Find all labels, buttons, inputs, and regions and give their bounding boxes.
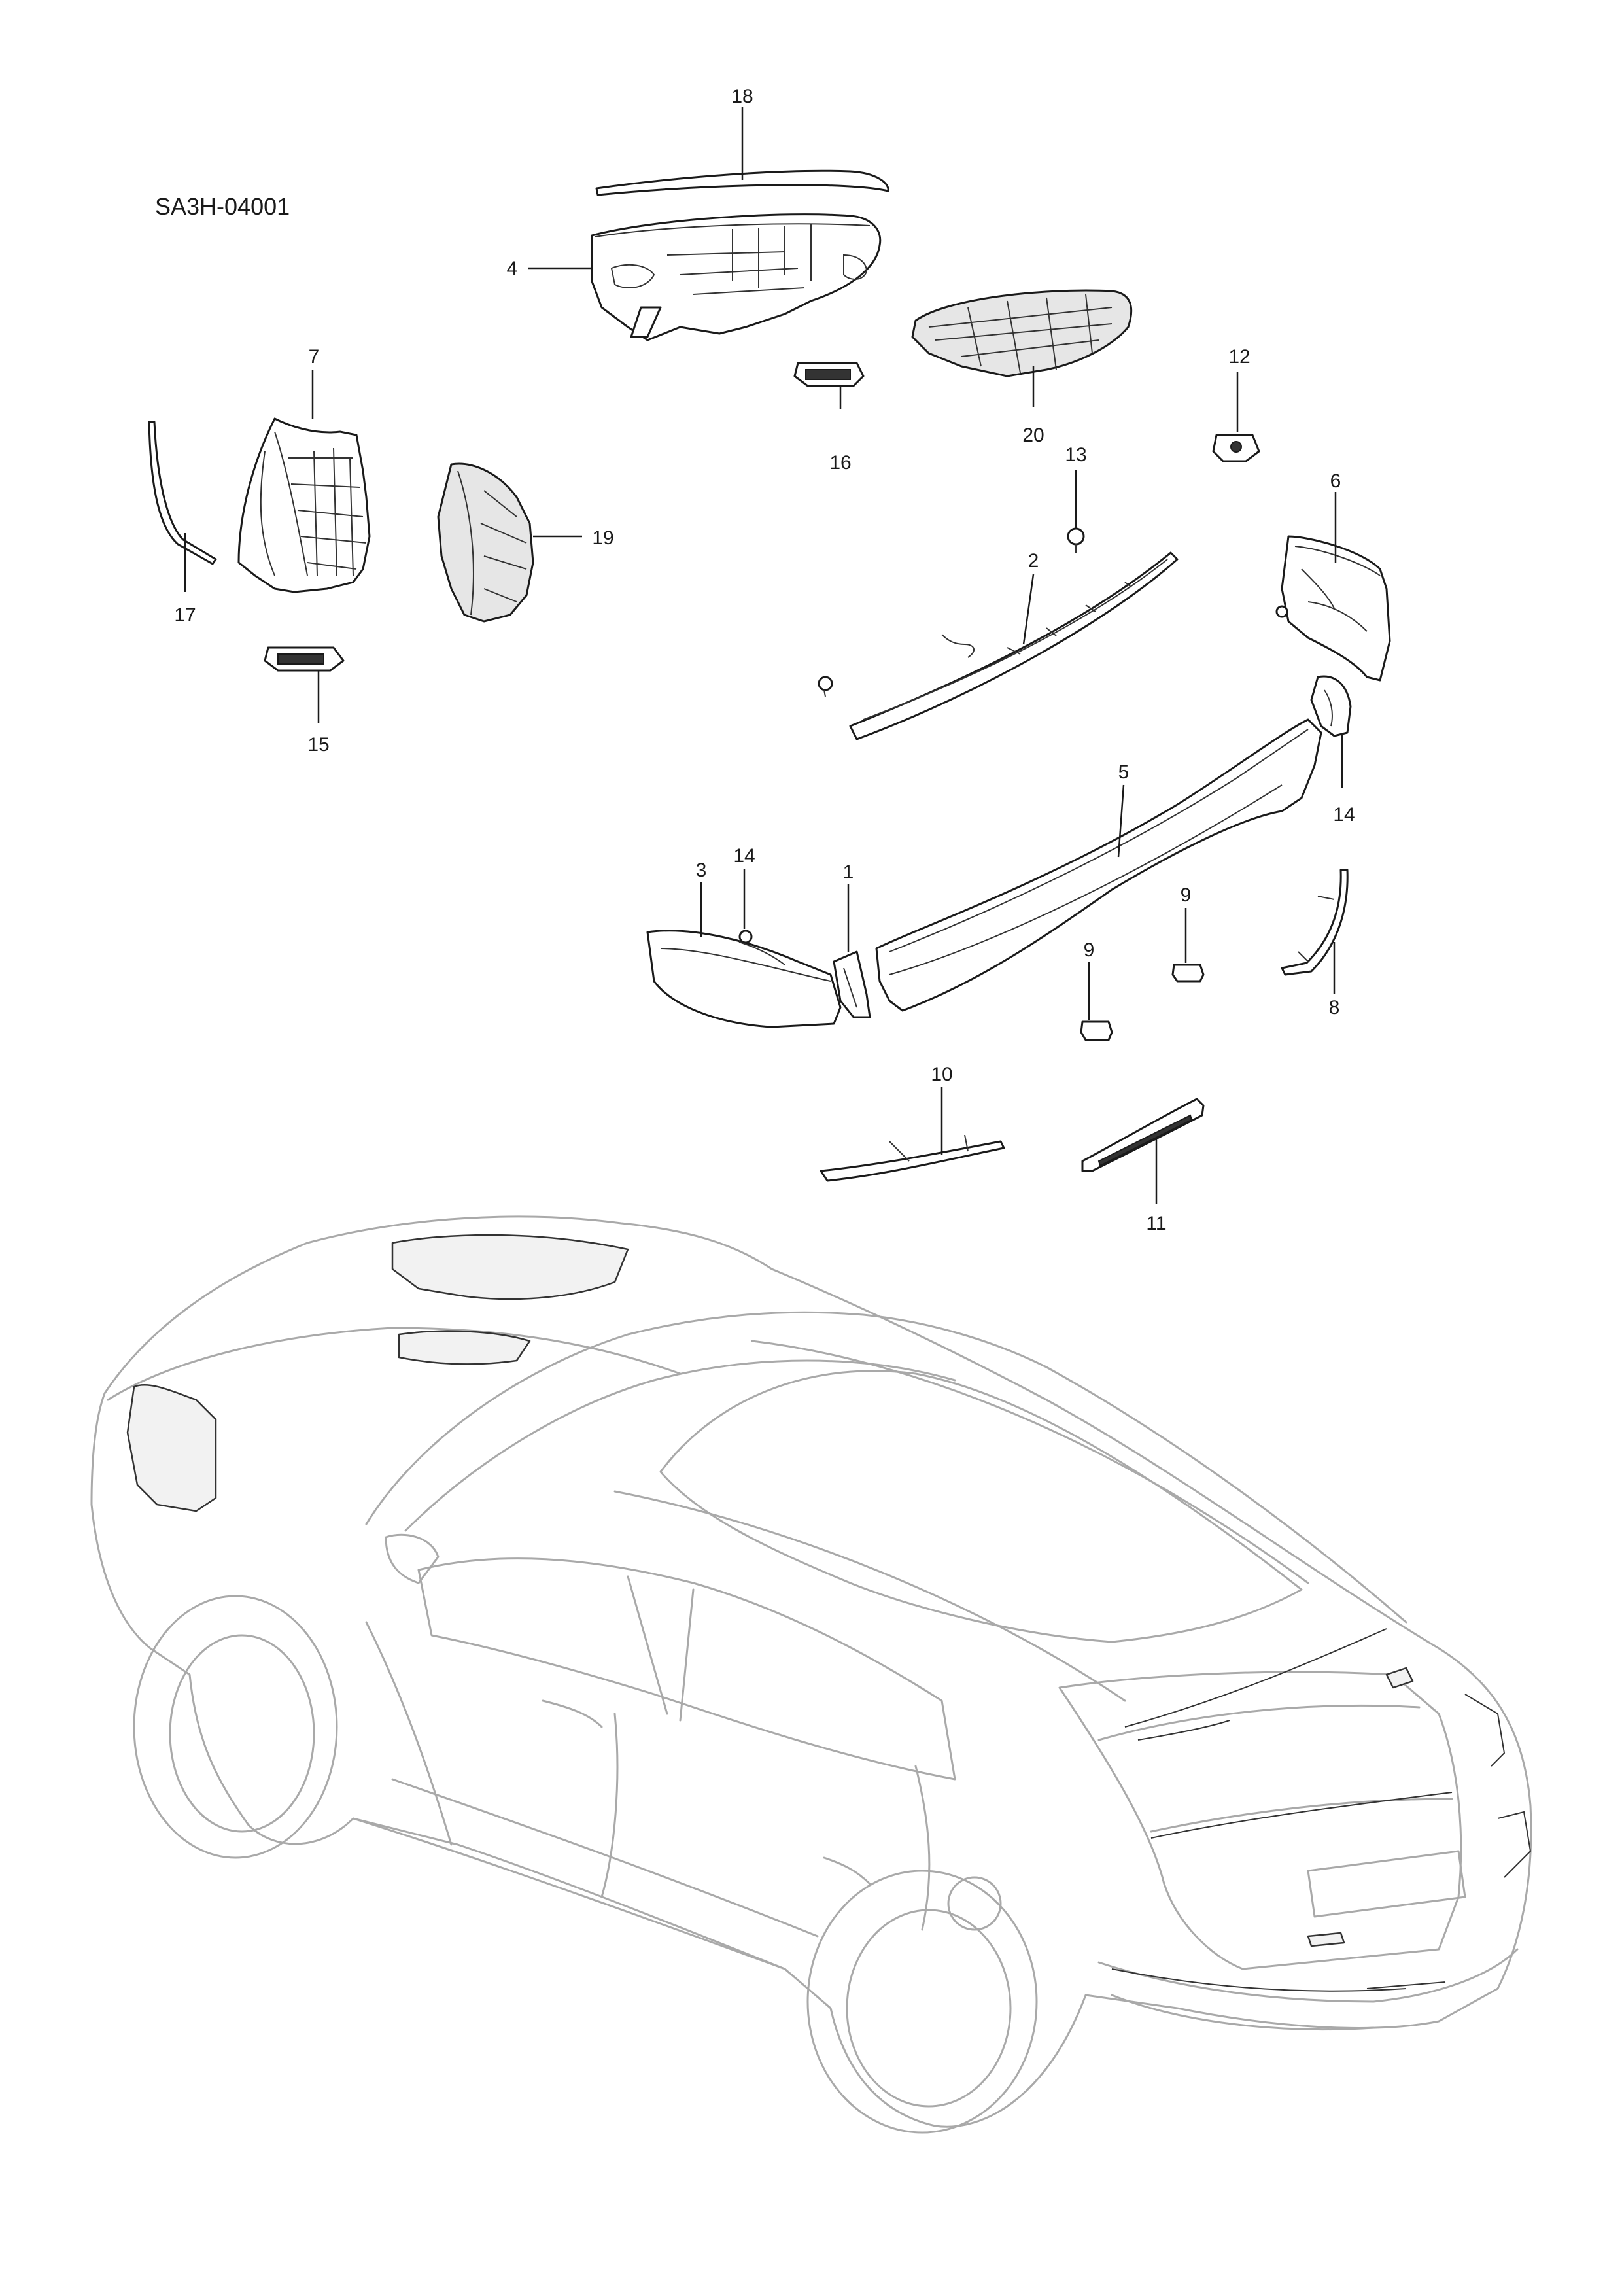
part-13-clip	[1212, 434, 1260, 462]
callout-19: 18	[731, 86, 753, 107]
callout-15: 14	[733, 845, 755, 867]
callout-11: 11	[1146, 1213, 1166, 1234]
callout-1: 1	[843, 861, 854, 883]
callout-17: 16	[829, 452, 851, 474]
callout-2: 2	[1028, 550, 1039, 572]
vehicle-outline	[90, 1215, 1532, 2134]
part-8-side-trim	[1281, 869, 1349, 976]
leader-lines	[184, 107, 1343, 1204]
part-9-clip-lower	[1080, 1020, 1113, 1041]
part-9-clip-upper	[1171, 964, 1205, 983]
callout-16: 15	[307, 734, 329, 756]
part-7-side-lamp-housing	[237, 417, 371, 593]
part-1-center-lamp	[833, 950, 871, 1018]
part-21-lamp-cover	[911, 289, 1133, 377]
part-3-left-tail-lamp	[646, 930, 842, 1028]
callout-10: 10	[931, 1064, 952, 1085]
callout-21: 20	[1022, 425, 1044, 446]
callout-13: 12	[1228, 346, 1250, 368]
callout-9-upper: 9	[1181, 884, 1192, 906]
callout-5: 5	[1118, 761, 1130, 783]
vehicle-installed-parts	[126, 1234, 1532, 1992]
part-17-bracket	[793, 362, 865, 387]
part-4-lamp-assembly	[591, 213, 882, 341]
part-18-vertical-trim	[148, 421, 217, 565]
callout-20: 19	[592, 527, 613, 549]
callout-labels: 18 4 12 7 16 20 13 6 19 2 17 15 14 5 3 1…	[174, 86, 1355, 1234]
part-2-harness-bar	[818, 551, 1179, 740]
callout-14: 13	[1065, 444, 1086, 466]
part-16-bracket	[264, 646, 345, 672]
part-10-trim-strip	[820, 1134, 1005, 1182]
callout-9-lower: 9	[1084, 939, 1095, 961]
part-11-brake-light	[1081, 1098, 1205, 1172]
part-5-rear-light-bar	[875, 718, 1322, 1012]
part-14-clip	[1067, 527, 1085, 553]
callout-12: 14	[1333, 804, 1355, 826]
callout-7: 7	[309, 346, 320, 368]
part-12-small-lamp	[1310, 675, 1352, 737]
callout-8: 8	[1329, 997, 1340, 1018]
callout-4: 4	[507, 258, 518, 279]
callout-3: 3	[696, 860, 707, 881]
callout-6: 6	[1330, 470, 1341, 492]
part-19-trim-strip	[595, 169, 889, 196]
callout-18: 17	[174, 604, 196, 626]
part-6-tail-lamp	[1275, 535, 1391, 682]
diagram-code: SA3H-04001	[155, 193, 290, 220]
part-20-side-lamp-cover	[437, 462, 534, 623]
